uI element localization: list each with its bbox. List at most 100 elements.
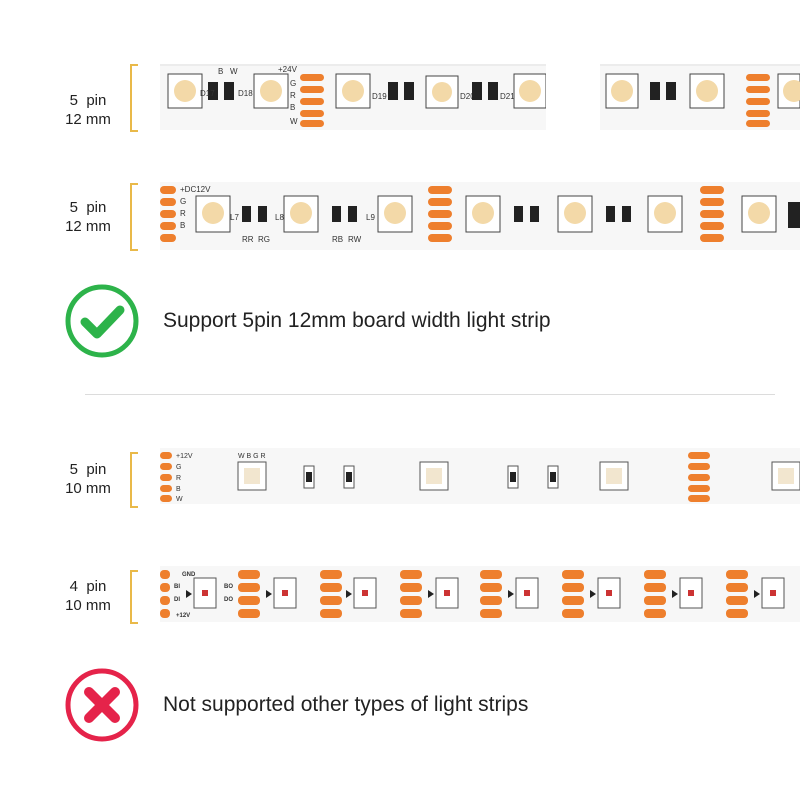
strip3-pad-group <box>160 452 172 502</box>
strip4-pad-group <box>726 570 748 618</box>
strip4-ic <box>346 577 377 609</box>
strip3-pad-label-v: +12V <box>176 453 193 460</box>
strip3-image: +12V G R B W W B G R <box>160 448 800 504</box>
strip1-resistor <box>388 82 414 100</box>
strip3-pad-b: B <box>176 486 181 493</box>
strip2-led <box>377 195 413 233</box>
strip2-resistor <box>514 206 539 222</box>
strip4-label: 4 pin 10 mm <box>48 577 128 615</box>
strip4-pad-group <box>320 570 342 618</box>
check-circle-icon <box>65 284 139 358</box>
strip4-pad-bo: BO <box>224 584 233 590</box>
strip4-ic <box>428 577 459 609</box>
supported-row: Support 5pin 12mm board width light stri… <box>65 284 551 358</box>
strip2-comp-l7: L7 <box>230 213 239 222</box>
strip1-led <box>335 73 371 109</box>
strip2-comp-rr: RR <box>242 235 254 244</box>
strip4-image: GND BI DI +12V BO DO <box>160 566 800 622</box>
strip3-led <box>419 461 449 491</box>
strip2-width-text: 12 mm <box>65 218 111 235</box>
strip1-label: 5 pin 12 mm <box>48 91 128 129</box>
strip3-bracket <box>130 452 138 508</box>
strip4-pad-gnd: GND <box>182 572 196 578</box>
strip2-pad-b: B <box>180 221 185 230</box>
strip2-image: +DC12V G R B L7 RR RG L8 RB RW L9 <box>160 182 800 250</box>
strip1-pad-g: G <box>290 79 296 88</box>
strip2-resistor <box>606 206 631 222</box>
strip3-led-pins: W B G R <box>238 453 266 460</box>
strip1-comp-d19: D19 <box>372 92 387 101</box>
strip2-comp-rw: RW <box>348 235 362 244</box>
strip4-pad-group <box>238 570 260 618</box>
strip1-led <box>425 75 459 109</box>
strip4-pad-group <box>160 570 170 618</box>
strip4-pin-text: 4 pin <box>69 578 107 595</box>
strip4-bracket <box>130 570 138 624</box>
strip1-pad-b: B <box>290 103 295 112</box>
strip1-image: B W D17 D18 +24V G R B W D19 D20 D21 <box>160 64 800 130</box>
strip3-led <box>599 461 629 491</box>
strip3-pad-g: G <box>176 464 181 471</box>
strip1-comp-d21: D21 <box>500 92 515 101</box>
strip1-comp-d17: D17 <box>200 89 215 98</box>
strip2-led <box>647 195 683 233</box>
strip3-label: 5 pin 10 mm <box>48 460 128 498</box>
strip2-pad-group <box>700 186 724 242</box>
strip2-bracket <box>130 183 138 251</box>
strip3-resistor <box>507 465 519 489</box>
strip1-led <box>167 73 203 109</box>
strip1-pin-text: 5 pin <box>69 92 107 109</box>
strip2-led <box>465 195 501 233</box>
strip4-pad-group <box>480 570 502 618</box>
strip2-comp-l9: L9 <box>366 213 375 222</box>
strip2-pin-text: 5 pin <box>69 199 107 216</box>
supported-text: Support 5pin 12mm board width light stri… <box>163 309 551 332</box>
strip3-pad-w: W <box>176 496 183 503</box>
strip4-pad-group <box>562 570 584 618</box>
strip1-label-b: B <box>218 67 223 76</box>
strip1-pad-r: R <box>290 91 296 100</box>
strip3-resistor <box>547 465 559 489</box>
strip4-ic <box>186 577 217 609</box>
strip3-pin-text: 5 pin <box>69 461 107 478</box>
strip1-resistor <box>650 82 676 100</box>
strip1-led <box>689 73 725 109</box>
strip4-pad-di: DI <box>174 597 180 603</box>
strip2-pad-label-v: +DC12V <box>180 185 211 194</box>
strip1-resistor <box>472 82 498 100</box>
strip1-led <box>513 73 547 109</box>
strip2-pad-r: R <box>180 209 186 218</box>
strip1-width-text: 12 mm <box>65 111 111 128</box>
strip4-ic <box>508 577 539 609</box>
strip1-comp-d20: D20 <box>460 92 475 101</box>
unsupported-text: Not supported other types of light strip… <box>163 693 529 716</box>
section-divider <box>85 394 775 395</box>
x-circle-icon <box>65 668 139 742</box>
strip1-led <box>605 73 639 109</box>
strip4-pad-12v: +12V <box>176 613 190 619</box>
strip1-pad-group <box>746 74 770 127</box>
strip4-ic <box>590 577 621 609</box>
strip1-led <box>777 73 800 109</box>
strip4-pad-bi: BI <box>174 584 180 590</box>
strip2-resistor <box>242 206 267 222</box>
strip2-pad-group <box>160 186 176 242</box>
strip4-ic <box>754 577 785 609</box>
strip3-resistor <box>343 465 355 489</box>
strip4-width-text: 10 mm <box>65 597 111 614</box>
strip1-comp-d18: D18 <box>238 89 253 98</box>
strip2-pad-g: G <box>180 197 186 206</box>
strip2-label: 5 pin 12 mm <box>48 198 128 236</box>
strip2-led <box>283 195 319 233</box>
strip1-resistor <box>208 82 234 100</box>
strip3-led <box>237 461 267 491</box>
strip1-label-w: W <box>230 67 238 76</box>
strip2-comp-rg: RG <box>258 235 270 244</box>
strip2-led <box>741 195 777 233</box>
strip1-pad-w: W <box>290 117 298 126</box>
strip3-pad-r: R <box>176 475 181 482</box>
strip1-led <box>253 73 289 109</box>
strip4-pad-do: DO <box>224 597 233 603</box>
strip4-pad-group <box>400 570 422 618</box>
strip2-comp-rb: RB <box>332 235 343 244</box>
